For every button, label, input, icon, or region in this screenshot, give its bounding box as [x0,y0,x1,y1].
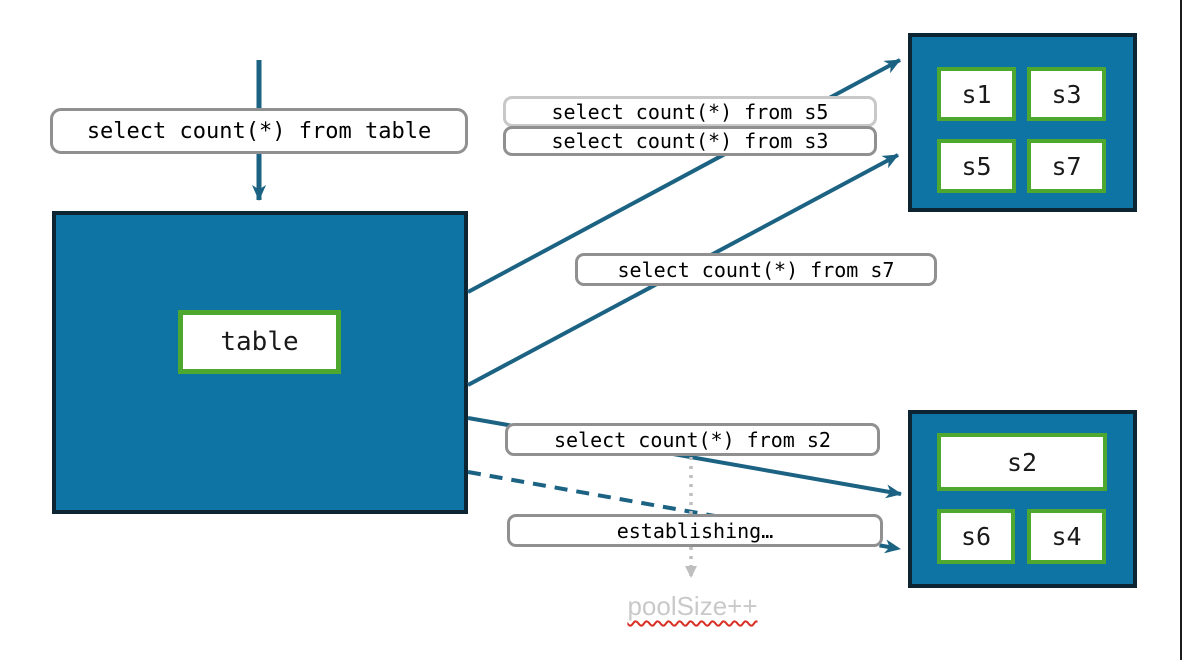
query-label-s5: select count(*) from s5 [503,96,877,127]
shard-s2-box: s2 [937,433,1107,491]
poolsize-note: poolSize++ [560,591,825,622]
query-label-s7: select count(*) from s7 [575,253,937,286]
establishing-label: establishing… [507,514,883,547]
slide-edge-line [1180,0,1182,660]
table-label-box: table [178,310,341,374]
query-label-s7-text: select count(*) from s7 [617,257,895,282]
shard-s6-label: s6 [960,522,992,551]
table-label: table [220,327,299,357]
query-label-table-text: select count(*) from table [86,118,432,144]
query-label-s2: select count(*) from s2 [505,423,880,456]
query-label-s2-text: select count(*) from s2 [554,427,831,452]
shard-s4-box: s4 [1027,509,1106,564]
query-label-s5-text: select count(*) from s5 [551,99,829,124]
query-label-s3-text: select count(*) from s3 [551,129,829,153]
shard-s1-label: s1 [961,79,992,109]
shard-s4-label: s4 [1051,522,1082,551]
shard-s2-label: s2 [1006,447,1038,477]
query-label-table: select count(*) from table [50,108,468,154]
shard-s3-box: s3 [1027,67,1106,121]
establishing-label-text: establishing… [616,518,774,543]
poolsize-note-text: poolSize++ [627,591,758,621]
query-label-s3: select count(*) from s3 [503,126,877,156]
shard-s5-box: s5 [937,139,1016,193]
shard-s1-box: s1 [937,67,1016,121]
shard-s6-box: s6 [937,509,1015,564]
shard-s3-label: s3 [1051,79,1082,109]
shard-s7-label: s7 [1051,151,1082,181]
shard-s5-label: s5 [961,151,992,181]
shard-s7-box: s7 [1027,139,1106,193]
